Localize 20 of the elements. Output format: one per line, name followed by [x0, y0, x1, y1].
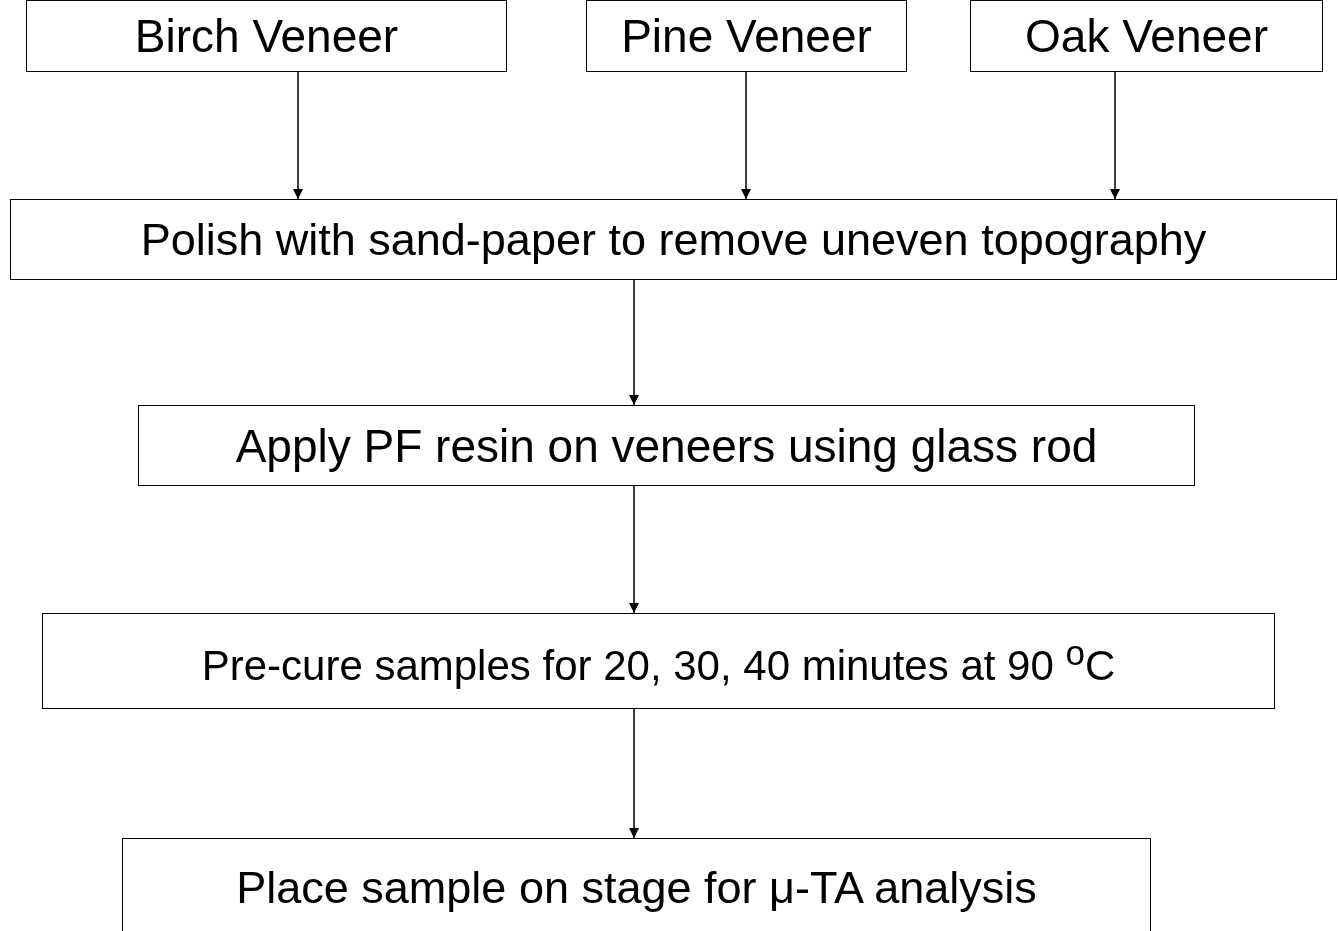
step-text: Pre-cure samples for 20, 30, 40 minutes at 90 $^{o}$C — [201, 632, 1116, 690]
process-box — [586, 0, 907, 72]
arrow — [629, 708, 639, 839]
process-box — [122, 838, 1151, 931]
step-text: Place sample on stage for μ-TA analysis — [236, 862, 1037, 914]
arrow — [293, 71, 303, 200]
step-text: Polish with sand-paper to remove uneven topography — [140, 213, 1207, 266]
arrow — [1110, 71, 1120, 200]
process-box — [42, 613, 1275, 709]
step-text: Oak Veneer — [1025, 9, 1268, 63]
step-text: Birch Veneer — [134, 9, 399, 63]
step-text: Apply PF resin on veneers using glass rod — [235, 418, 1098, 473]
process-box — [26, 0, 507, 72]
process-box — [138, 405, 1195, 486]
process-box — [10, 199, 1337, 280]
arrow — [741, 71, 751, 200]
process-box — [970, 0, 1323, 72]
arrow — [629, 485, 639, 614]
step-text: Pine Veneer — [621, 9, 872, 63]
arrow — [629, 279, 639, 406]
